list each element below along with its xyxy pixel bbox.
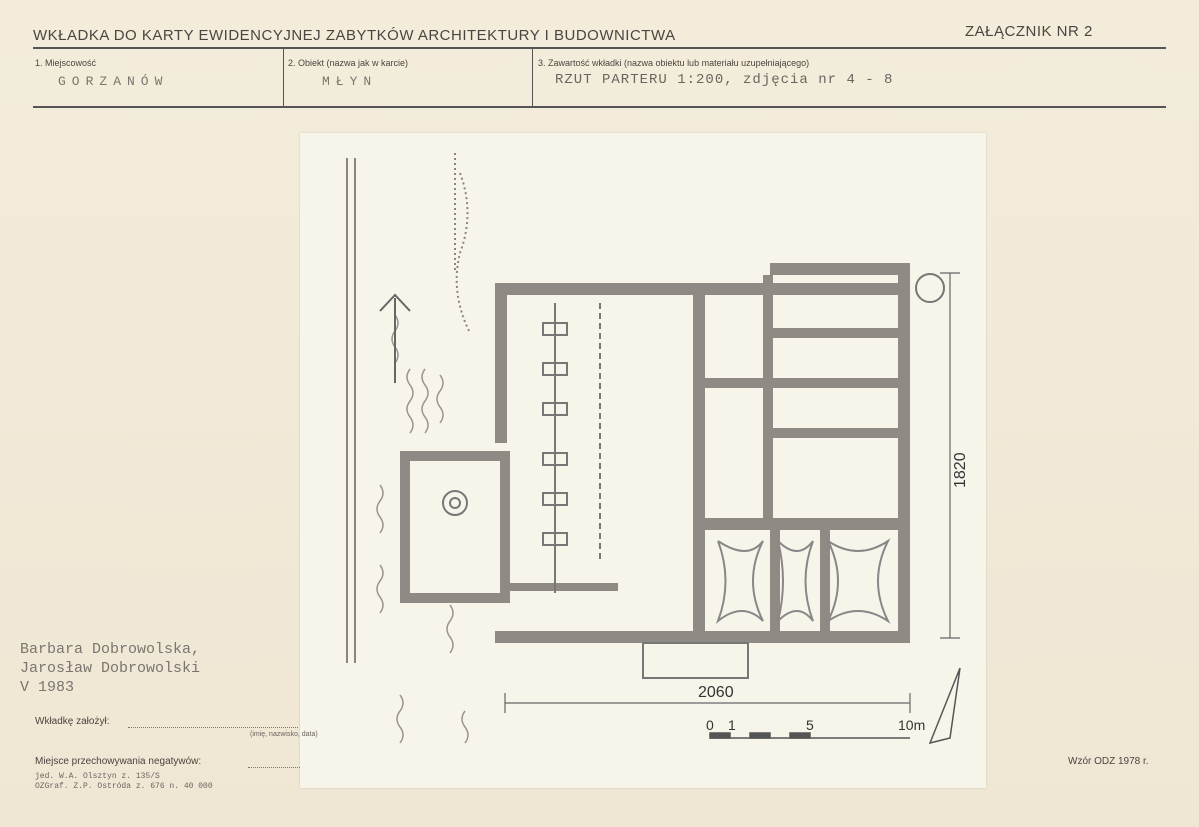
compiled-sublabel: (imię, nazwisko, data) bbox=[250, 731, 318, 738]
plan-width-dimension: 2060 bbox=[698, 684, 734, 701]
scale-label-1: 1 bbox=[728, 717, 736, 733]
print-info-2: OZGraf. Z.P. Ostróda z. 676 n. 40 000 bbox=[35, 782, 213, 791]
field-divider-2 bbox=[532, 49, 533, 106]
form-number: Wzór ODZ 1978 r. bbox=[1068, 756, 1149, 767]
field-divider-1 bbox=[283, 49, 284, 106]
object-label: 2. Obiekt (nazwa jak w karcie) bbox=[288, 58, 409, 68]
locality-label: 1. Miejscowość bbox=[35, 58, 97, 68]
compiled-label: Wkładkę założył: bbox=[35, 716, 110, 727]
annex-number: ZAŁĄCZNIK NR 2 bbox=[965, 23, 1093, 40]
compiled-line bbox=[128, 727, 298, 728]
ground-floor-plan-drawing: 2060 1820 0 1 5 10m bbox=[346, 153, 969, 745]
header-rule bbox=[33, 47, 1166, 49]
storage-line bbox=[248, 767, 300, 768]
print-info-1: jed. W.A. Olsztyn z. 135/S bbox=[35, 772, 160, 781]
authors-note: Barbara Dobrowolska, Jarosław Dobrowolsk… bbox=[20, 641, 201, 696]
contents-value: RZUT PARTERU 1:200, zdjęcia nr 4 - 8 bbox=[555, 72, 894, 88]
locality-value: GORZANÓW bbox=[58, 74, 169, 89]
scale-label-0: 0 bbox=[706, 717, 714, 733]
scale-label-5: 5 bbox=[806, 717, 814, 733]
plan-height-dimension: 1820 bbox=[952, 452, 969, 488]
scale-label-10: 10m bbox=[898, 717, 925, 733]
contents-label: 3. Zawartość wkładki (nazwa obiektu lub … bbox=[538, 58, 810, 68]
floor-plan-photo: 2060 1820 0 1 5 10m bbox=[300, 133, 986, 788]
storage-label: Miejsce przechowywania negatywów: bbox=[35, 756, 202, 767]
fields-rule bbox=[33, 106, 1166, 108]
north-pointer-icon bbox=[928, 667, 961, 745]
sheet-title: WKŁADKA DO KARTY EWIDENCYJNEJ ZABYTKÓW A… bbox=[33, 27, 676, 44]
object-value: MŁYN bbox=[322, 74, 378, 89]
